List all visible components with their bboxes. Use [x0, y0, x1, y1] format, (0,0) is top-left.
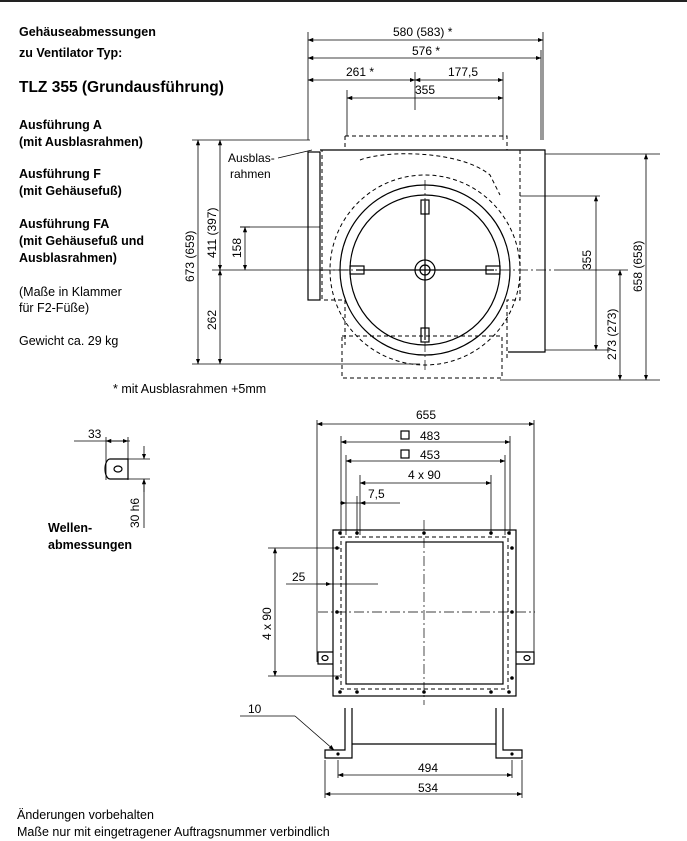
weight-text: Gewicht ca. 29 kg	[19, 334, 119, 348]
dim-158: 158	[230, 238, 244, 258]
dim-4x90-top: 4 x 90	[408, 468, 441, 482]
header-line2: zu Ventilator Typ:	[19, 46, 123, 60]
note-brackets-2: für F2-Füße)	[19, 301, 90, 315]
footer-line2: Maße nur mit eingetragener Auftragsnumme…	[17, 825, 330, 839]
variant-f-desc: (mit Gehäusefuß)	[19, 184, 122, 198]
dim-7-5: 7,5	[368, 487, 385, 501]
dim-262: 262	[205, 310, 219, 330]
footer-line1: Änderungen vorbehalten	[17, 808, 154, 822]
top-border	[0, 0, 687, 2]
shaft-dim-30: 30 h6	[128, 498, 142, 528]
dim-673: 673 (659)	[183, 231, 197, 282]
model-title: TLZ 355 (Grundausführung)	[19, 79, 224, 96]
dim-355-top: 355	[415, 83, 435, 97]
front-view	[192, 32, 660, 381]
dim-494: 494	[418, 761, 438, 775]
dim-10: 10	[248, 702, 262, 716]
variant-fa-name: Ausführung FA	[19, 217, 110, 231]
dim-411: 411 (397)	[205, 208, 219, 258]
outlet-label-2: rahmen	[230, 167, 271, 181]
note-brackets-1: (Maße in Klammer	[19, 285, 122, 299]
dim-658: 658 (658)	[631, 241, 645, 292]
dim-25: 25	[292, 570, 306, 584]
dim-534: 534	[418, 781, 438, 795]
dim-177: 177,5	[448, 65, 478, 79]
dim-261: 261 *	[346, 65, 374, 79]
variant-a-name: Ausführung A	[19, 118, 102, 132]
shaft-label-2: abmessungen	[48, 538, 133, 552]
shaft-label-1: Wellen-	[48, 521, 93, 535]
variant-fa-desc: (mit Gehäusefuß und	[19, 234, 144, 248]
side-view	[240, 420, 535, 798]
outlet-label-1: Ausblas-	[228, 151, 275, 165]
variant-a-desc: (mit Ausblasrahmen)	[19, 135, 143, 149]
dim-655: 655	[416, 408, 436, 422]
dim-4x90-left: 4 x 90	[260, 607, 274, 640]
dim-483: 483	[420, 429, 440, 443]
shaft-dim-33: 33	[88, 427, 102, 441]
dim-453: 453	[420, 448, 440, 462]
header-line1: Gehäuseabmessungen	[19, 25, 156, 39]
dim-576: 576 *	[412, 44, 440, 58]
variant-f-name: Ausführung F	[19, 167, 101, 181]
footnote-star: * mit Ausblasrahmen +5mm	[113, 382, 267, 396]
dim-355-right: 355	[580, 250, 594, 270]
shaft-detail	[74, 437, 150, 528]
dim-580: 580 (583) *	[393, 25, 453, 39]
dim-273: 273 (273)	[605, 309, 619, 360]
variant-fa-desc2: Ausblasrahmen)	[19, 251, 117, 265]
